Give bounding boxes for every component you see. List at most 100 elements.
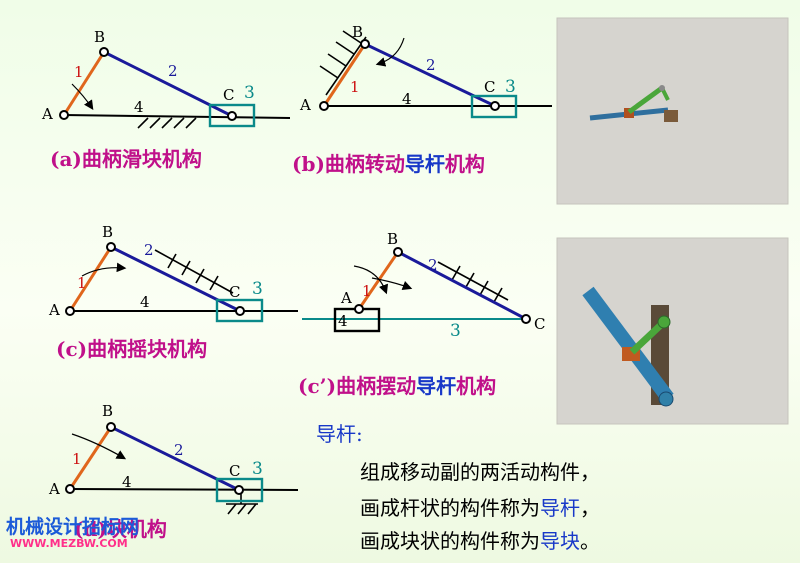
crank-link-b [322,43,367,107]
slider-block-d [215,477,264,503]
definition-line-2: 画成杆状的构件称为导杆， [360,496,600,520]
joint-C-c [235,306,245,316]
joint-C-a [227,111,237,121]
ground-hatch-a [137,117,197,129]
joint-B-d [106,422,116,432]
label-B-c: B [102,223,113,241]
render-photo-bottom [556,237,789,425]
label-A-c2: A [340,289,352,307]
rotation-arrow-b [375,37,405,67]
text-run: (d) [74,517,107,541]
label-A-c: A [48,301,60,319]
label-link1-b: 1 [350,78,360,96]
label-link4-a: 4 [134,98,144,116]
crank-link-d [68,426,113,490]
text-run: 机构 [456,374,496,398]
label-link2-c: 2 [144,241,154,259]
definition-title: 导杆: [316,422,363,446]
rotation-arrow2-c2 [371,277,413,290]
label-link1-c2: 1 [362,282,372,300]
ground-hatch-b [319,30,367,96]
joint-B-c2 [393,247,403,257]
diagram-d: A B C 1 2 3 4 (d)块机构 [48,402,299,541]
label-link1-c: 1 [77,274,87,292]
caption-c-prime: (c’)曲柄摆动导杆机构 [298,374,496,398]
label-link3-d: 3 [252,459,263,479]
label-link2-c2: 2 [428,256,438,274]
crank-link-c [68,246,113,312]
text-run: 导杆 [405,152,445,176]
label-link4-b: 4 [402,90,412,108]
label-link3-c2: 3 [450,321,461,341]
frame-line-d [69,488,299,491]
label-C-d: C [229,462,240,480]
label-C-a: C [223,86,234,104]
label-A-b: A [299,96,311,114]
label-link2-a: 2 [168,62,178,80]
caption-c: (c)曲柄摇块机构 [56,337,207,361]
label-A-d: A [48,480,60,498]
definition-line-3: 画成块状的构件称为导块。 [360,529,600,553]
slider-block-a [208,103,256,128]
watermark-url: WWW.MEZBW.COM [10,537,128,550]
text-run: (b)曲柄转动 [292,152,405,176]
joint-A-d [65,484,75,494]
text-run: 导杆 [416,374,456,398]
text-run: 导块 [540,529,580,553]
render-photo-top [556,17,789,205]
caption-d: (d)块机构 [74,517,167,541]
label-link1-a: 1 [74,63,84,81]
label-link3-b: 3 [505,77,516,97]
label-link2-b: 2 [426,56,436,74]
diagram-c-prime: A B C 1 2 3 4 (c’)曲柄摆动导杆机构 [298,230,545,398]
slider-block-b [470,94,518,119]
label-B-b: B [352,23,363,41]
definition-line-1: 组成移动副的两活动构件， [360,460,600,484]
text-run: ， [580,496,600,520]
label-link4-d: 4 [122,473,132,491]
joint-A-b [319,101,329,111]
slider-block-c [215,298,264,323]
ground-hatch-c2 [437,261,509,303]
label-C-c: C [229,283,240,301]
joint-A-c2 [354,304,364,314]
joint-A-c [65,306,75,316]
label-C-c2: C [534,315,545,333]
crank-link-a [62,51,106,116]
ground-hatch-c [154,249,234,294]
text-run: 画成块状的构件称为 [360,529,540,553]
text-run: 机构 [445,152,485,176]
label-B-c2: B [387,230,398,248]
rotation-arrow-d [71,433,127,460]
text-run: 画成杆状的构件称为 [360,496,540,520]
text-run: (c)曲柄摇块机构 [56,337,207,361]
label-link3-a: 3 [244,83,255,103]
text-run: 导杆 [540,496,580,520]
text-run: 块机构 [107,517,167,541]
text-run: (c’)曲柄摆动 [298,374,416,398]
label-B-a: B [94,28,105,46]
crank-link-c2 [357,251,400,310]
label-link4-c: 4 [140,293,150,311]
joint-C-c2 [521,314,531,324]
rotation-arrow-c2 [353,265,389,295]
diagram-a: A B C 1 2 3 4 (a)曲柄滑块机构 [41,28,291,171]
coupler-link-c [110,245,241,313]
label-B-d: B [102,402,113,420]
definition-block: 导杆: 组成移动副的两活动构件， 画成杆状的构件称为导杆， 画成块状的构件称为导… [316,422,600,553]
joint-A-a [59,110,69,120]
watermark-name: 机械设计招标网 [6,516,140,538]
rotation-arrow-a [71,83,94,110]
frame-line-a [63,114,291,119]
label-C-b: C [484,78,495,96]
label-A-a: A [41,105,53,123]
caption-a: (a)曲柄滑块机构 [50,147,202,171]
diagram-b: A B C 1 2 3 4 (b)曲柄转动导杆机构 [292,23,552,176]
joint-B-c [106,242,116,252]
label-link1-d: 1 [72,450,82,468]
joint-B-b [360,39,370,49]
text-run: (a)曲柄滑块机构 [50,147,202,171]
joint-B-a [99,47,109,57]
joint-C-b [490,101,500,111]
label-link2-d: 2 [174,441,184,459]
